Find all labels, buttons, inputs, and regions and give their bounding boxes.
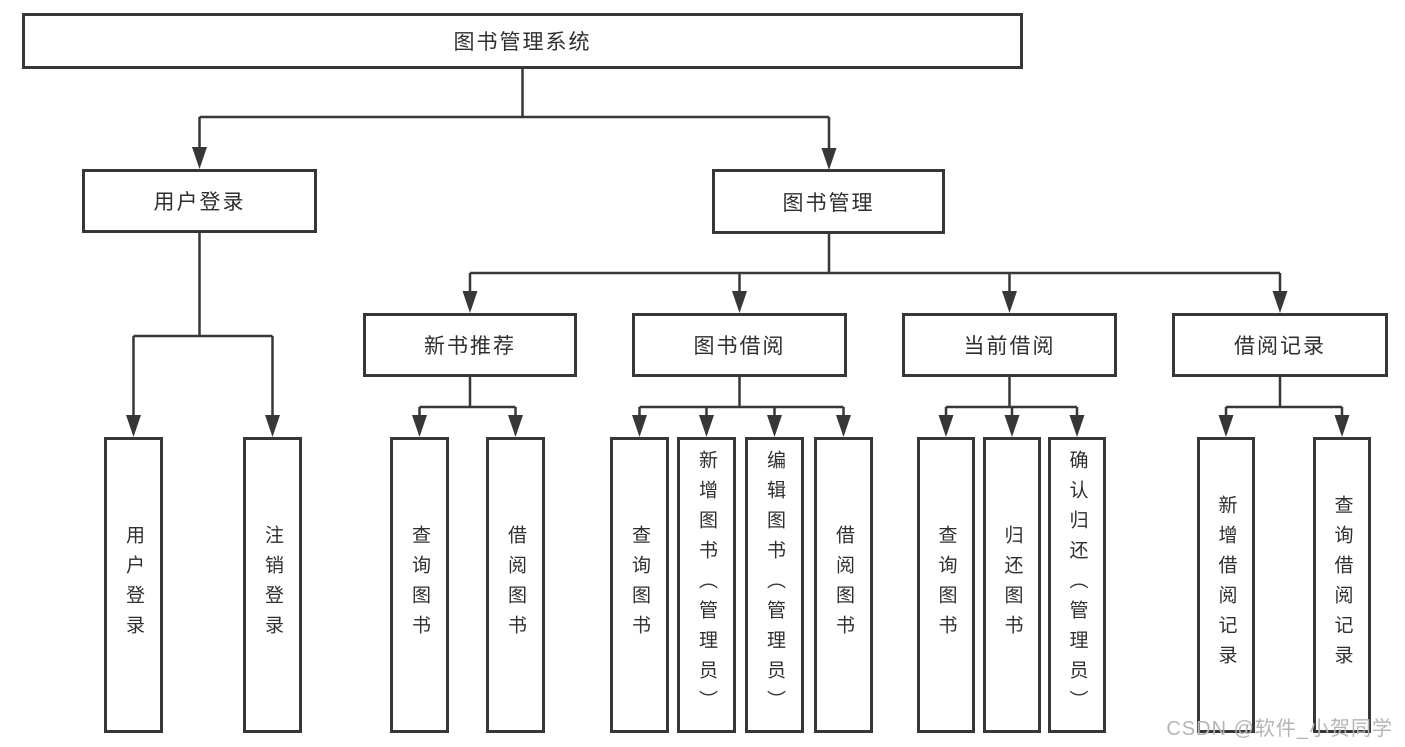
node-library-management-system: 图书管理系统 [22, 13, 1023, 69]
leaf-logout: 注销登录 [243, 437, 302, 733]
node-book-borrow: 图书借阅 [632, 313, 847, 377]
leaf-label: 查询借阅记录 [1331, 495, 1353, 675]
node-current-borrow: 当前借阅 [902, 313, 1117, 377]
leaf-query-books: 查询图书 [917, 437, 975, 733]
node-new-book-recommend: 新书推荐 [363, 313, 577, 377]
node-book-management: 图书管理 [712, 169, 945, 234]
leaf-borrow-books: 借阅图书 [814, 437, 873, 733]
node-label: 用户登录 [153, 191, 246, 214]
leaf-query-books: 查询图书 [390, 437, 449, 733]
csdn-watermark: CSDN @软件_小贺同学 [1166, 718, 1393, 740]
leaf-label: 查询图书 [409, 525, 430, 645]
leaf-label: 借阅图书 [833, 525, 854, 645]
leaf-label: 归还图书 [1001, 525, 1023, 645]
leaf-label: 新增借阅记录 [1215, 495, 1237, 675]
leaf-query-borrow-record: 查询借阅记录 [1313, 437, 1371, 733]
leaf-label: 查询图书 [935, 525, 957, 645]
node-label: 图书借阅 [693, 335, 786, 358]
leaf-label: 确认归还（管理员） [1066, 450, 1088, 720]
node-label: 当前借阅 [963, 335, 1056, 358]
leaf-user-login: 用户登录 [104, 437, 163, 733]
leaf-add-borrow-record: 新增借阅记录 [1197, 437, 1255, 733]
leaf-label: 用户登录 [123, 525, 144, 645]
leaf-return-books: 归还图书 [983, 437, 1041, 733]
leaf-confirm-return-admin: 确认归还（管理员） [1048, 437, 1106, 733]
leaf-edit-books-admin: 编辑图书（管理员） [745, 437, 804, 733]
leaf-label: 新增图书（管理员） [696, 450, 717, 720]
node-label: 新书推荐 [424, 335, 516, 358]
node-borrow-records: 借阅记录 [1172, 313, 1388, 377]
leaf-label: 查询图书 [629, 525, 650, 645]
leaf-borrow-books: 借阅图书 [486, 437, 545, 733]
leaf-query-books: 查询图书 [610, 437, 669, 733]
leaf-label: 编辑图书（管理员） [764, 450, 785, 720]
node-label: 借阅记录 [1234, 335, 1326, 358]
leaf-label: 借阅图书 [505, 525, 526, 645]
node-label: 图书管理系统 [453, 31, 592, 54]
leaf-label: 注销登录 [262, 525, 283, 645]
node-label: 图书管理 [782, 191, 875, 215]
node-user-login: 用户登录 [82, 169, 317, 233]
leaf-add-books-admin: 新增图书（管理员） [677, 437, 736, 733]
